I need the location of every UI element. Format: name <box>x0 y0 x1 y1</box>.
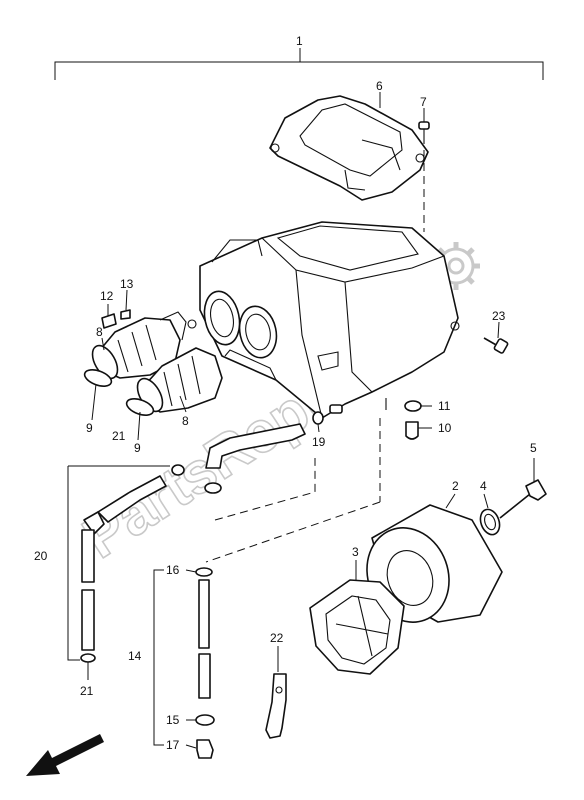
drain-plug <box>404 400 422 440</box>
callout-8-upper: 8 <box>96 325 103 339</box>
callout-7: 7 <box>420 95 427 109</box>
callout-21-upper: 21 <box>112 429 126 443</box>
intake-tube-upper <box>91 311 187 380</box>
callout-9-right: 9 <box>134 441 141 455</box>
assembly-bracket <box>54 48 544 80</box>
callout-11: 11 <box>438 399 451 413</box>
callout-20: 20 <box>34 549 48 563</box>
callout-16: 16 <box>166 563 180 577</box>
callout-21-lower: 21 <box>80 684 94 698</box>
small-fittings <box>101 309 131 329</box>
callout-14: 14 <box>128 649 142 663</box>
callout-15: 15 <box>166 713 180 727</box>
filter-cage <box>309 579 405 675</box>
wing-bolt <box>499 479 547 519</box>
callout-1: 1 <box>296 34 303 48</box>
callout-22: 22 <box>270 631 284 645</box>
callout-17: 17 <box>166 738 180 752</box>
filter-ring <box>479 508 501 536</box>
air-cleaner-cap <box>269 95 429 201</box>
cap-screw <box>418 121 430 232</box>
callout-8-lower: 8 <box>182 414 189 428</box>
callout-labels: 1 6 7 23 12 13 8 8 9 9 11 10 19 21 20 21… <box>34 34 537 752</box>
drain-hose-upper <box>171 411 324 494</box>
callout-19: 19 <box>312 435 326 449</box>
callout-9-left: 9 <box>86 421 93 435</box>
leader-lines <box>87 92 535 749</box>
callout-4: 4 <box>480 479 487 493</box>
air-cleaner-case <box>187 221 460 419</box>
callout-2: 2 <box>452 479 459 493</box>
center-drain-tube <box>153 567 215 759</box>
callout-12: 12 <box>100 289 114 303</box>
callout-10: 10 <box>438 421 452 435</box>
hose-routing <box>205 418 381 563</box>
callout-6: 6 <box>376 79 383 93</box>
front-direction-arrow-icon <box>26 734 104 776</box>
case-bolt <box>483 337 509 354</box>
callout-13: 13 <box>120 277 134 291</box>
breather-hose-assembly <box>67 465 170 663</box>
callout-23: 23 <box>492 309 506 323</box>
tube-bracket <box>265 673 287 739</box>
callout-5: 5 <box>530 441 537 455</box>
callout-3: 3 <box>352 545 359 559</box>
